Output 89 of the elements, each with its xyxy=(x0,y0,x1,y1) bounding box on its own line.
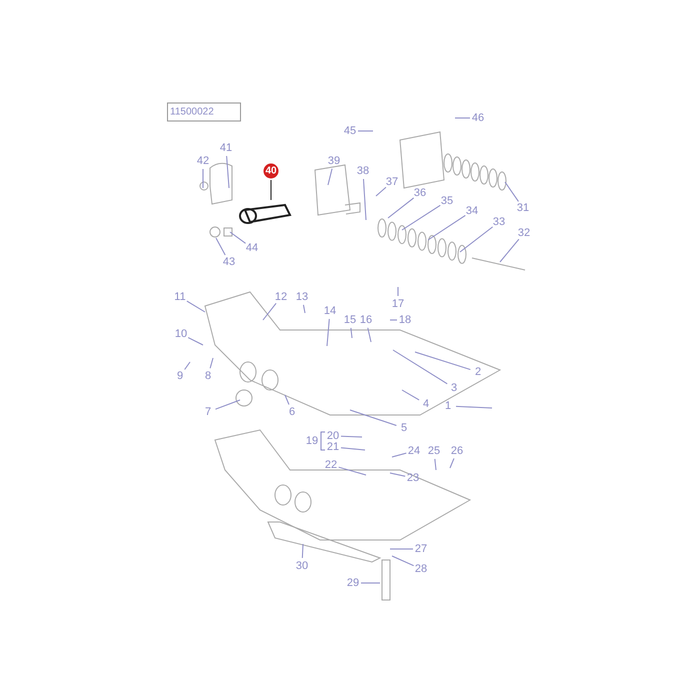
callout-number: 20 xyxy=(326,430,340,442)
callout-number: 45 xyxy=(344,125,356,137)
callout-number: 43 xyxy=(222,256,236,268)
leader-line xyxy=(210,358,214,369)
leader-line xyxy=(328,168,333,186)
callout-number: 23 xyxy=(406,472,420,484)
callout-number: 17 xyxy=(392,298,404,310)
callout-number: 13 xyxy=(296,291,308,303)
callout-number: 10 xyxy=(174,328,188,340)
callout-number: 36 xyxy=(414,187,426,199)
callout-number: 38 xyxy=(356,165,370,177)
leader-line xyxy=(500,238,520,262)
callout-number: 31 xyxy=(516,202,530,214)
leader-line xyxy=(226,155,230,188)
reference-number: 11500022 xyxy=(167,102,241,122)
callout-number: 6 xyxy=(288,406,296,418)
leader-line xyxy=(428,214,466,240)
callout-number: 22 xyxy=(324,459,338,471)
leader-line xyxy=(340,447,366,450)
callout-number: 18 xyxy=(398,314,412,326)
leader-line xyxy=(402,204,441,230)
callout-number: 15 xyxy=(344,314,356,326)
callout-number: 4 xyxy=(422,398,430,410)
leader-line xyxy=(284,394,290,406)
callout-number: 12 xyxy=(274,291,288,303)
callout-number: 25 xyxy=(428,445,440,457)
leader-line xyxy=(402,390,420,400)
callout-number: 24 xyxy=(408,445,420,457)
callout-number: 28 xyxy=(414,563,428,575)
callout-number: 3 xyxy=(450,382,458,394)
leader-line xyxy=(338,466,366,476)
callout-number: 9 xyxy=(176,370,184,382)
leader-line xyxy=(376,186,386,196)
callout-number: 21 xyxy=(326,441,340,453)
leader-line xyxy=(450,458,454,468)
callout-number: 32 xyxy=(518,227,530,239)
leader-line xyxy=(456,406,492,408)
callout-number: 2 xyxy=(474,366,482,378)
leader-line xyxy=(186,300,206,312)
leader-line xyxy=(388,197,414,218)
callout-number: 5 xyxy=(400,422,408,434)
leader-line xyxy=(215,400,240,410)
leader-line xyxy=(392,350,448,384)
leader-line xyxy=(202,168,204,188)
callout-number: 14 xyxy=(324,305,336,317)
leader-line xyxy=(326,318,330,346)
callout-number: 11 xyxy=(174,291,186,303)
callout-number: 27 xyxy=(414,543,428,555)
callout-number: 39 xyxy=(328,155,340,167)
leader-line xyxy=(262,302,277,320)
leader-line xyxy=(363,178,366,220)
leader-line xyxy=(434,458,436,470)
leader-line xyxy=(188,337,204,346)
callout-number: 44 xyxy=(246,242,258,254)
callout-number: 7 xyxy=(204,406,212,418)
leader-line xyxy=(270,180,272,200)
callout-number: 8 xyxy=(204,370,212,382)
callout-number: 29 xyxy=(346,577,360,589)
callout-number: 26 xyxy=(450,445,464,457)
callout-number: 16 xyxy=(360,314,372,326)
leader-line xyxy=(184,362,190,370)
leader-line xyxy=(392,452,407,458)
leader-line xyxy=(392,556,414,566)
callout-number: 42 xyxy=(196,155,210,167)
callout-number: 1 xyxy=(444,400,452,412)
leader-line xyxy=(230,232,246,244)
leader-line xyxy=(414,352,471,370)
leader-line xyxy=(216,238,226,256)
callout-number: 37 xyxy=(386,176,398,188)
callout-number: 46 xyxy=(472,112,484,124)
callout-number: 34 xyxy=(466,205,478,217)
leader-line xyxy=(340,436,362,438)
leader-line xyxy=(504,182,519,202)
callout-number: 40 xyxy=(264,164,278,178)
leader-line xyxy=(302,304,306,314)
leader-line xyxy=(358,130,374,132)
leader-line xyxy=(390,472,406,477)
callout-number: 35 xyxy=(440,195,454,207)
leader-line xyxy=(302,544,304,558)
leader-line xyxy=(360,582,380,584)
callout-number: 19 xyxy=(306,435,318,447)
callout-number: 41 xyxy=(220,142,232,154)
leader-line xyxy=(350,327,352,338)
leader-line xyxy=(350,410,397,426)
leader-line xyxy=(390,548,414,550)
leader-line xyxy=(367,327,372,342)
callout-number: 30 xyxy=(296,560,308,572)
callout-number: 33 xyxy=(492,216,506,228)
leader-line xyxy=(460,226,494,252)
